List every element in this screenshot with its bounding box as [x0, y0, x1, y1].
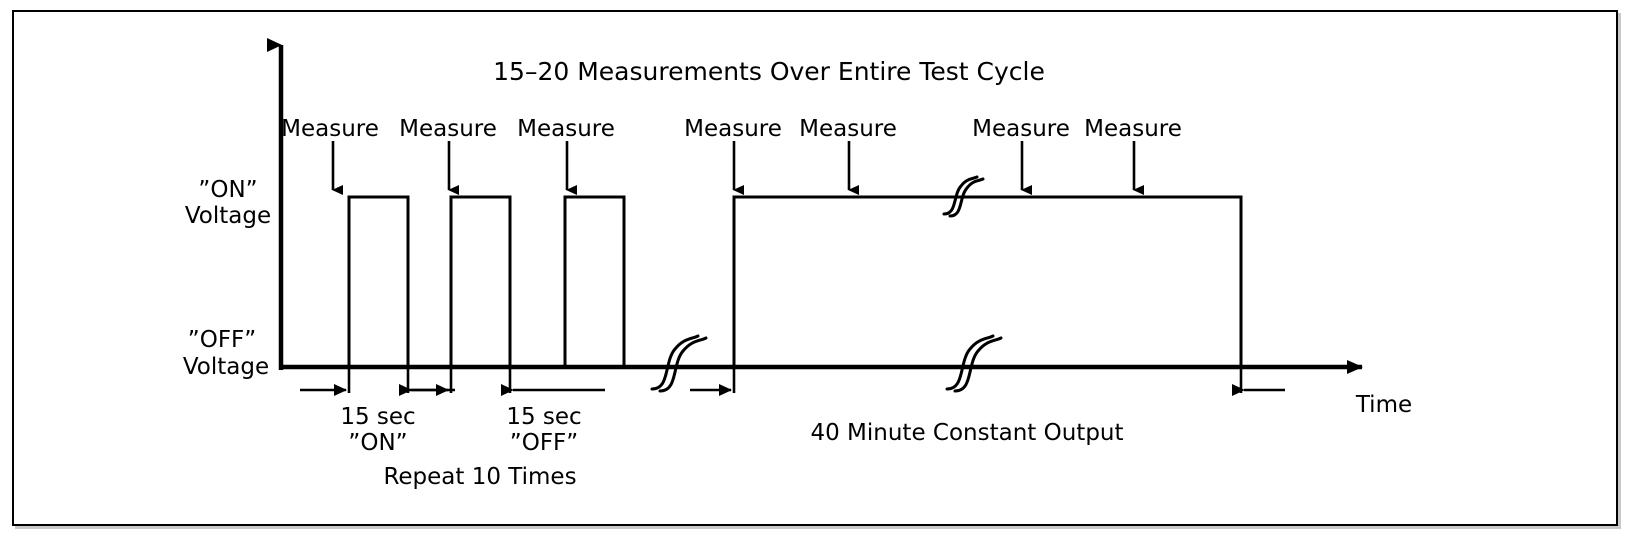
pulse-train-short	[347, 195, 626, 367]
pulse-constant-output	[732, 195, 1243, 367]
measure-label-5: Measure	[799, 116, 897, 142]
x-axis-label: Time	[1355, 392, 1412, 418]
measure-label-4: Measure	[684, 116, 782, 142]
break-symbol-baseline-1	[650, 334, 708, 393]
dimension-ticks	[347, 367, 1243, 393]
measure-label-6: Measure	[972, 116, 1070, 142]
y-label-off-sub: Voltage	[183, 354, 269, 380]
repeat-note: Repeat 10 Times	[383, 464, 576, 490]
measure-label-7: Measure	[1084, 116, 1182, 142]
measure-label-2: Measure	[399, 116, 497, 142]
dimension-on-duration-sub: ”ON”	[348, 430, 407, 456]
constant-output-note: 40 Minute Constant Output	[810, 420, 1123, 446]
dimension-on-duration: 15 sec	[340, 404, 415, 430]
dimension-off-duration: 15 sec	[506, 404, 581, 430]
break-symbol-baseline-2	[945, 334, 1003, 393]
break-symbol-on-level	[942, 175, 985, 218]
y-label-on: ”ON”	[198, 177, 257, 203]
dimension-off-duration-sub: ”OFF”	[510, 430, 578, 456]
measure-label-3: Measure	[517, 116, 615, 142]
y-label-off: ”OFF”	[188, 327, 256, 353]
chart-title: 15–20 Measurements Over Entire Test Cycl…	[493, 57, 1045, 86]
y-label-on-sub: Voltage	[185, 203, 271, 229]
measure-label-1: Measure	[281, 116, 379, 142]
